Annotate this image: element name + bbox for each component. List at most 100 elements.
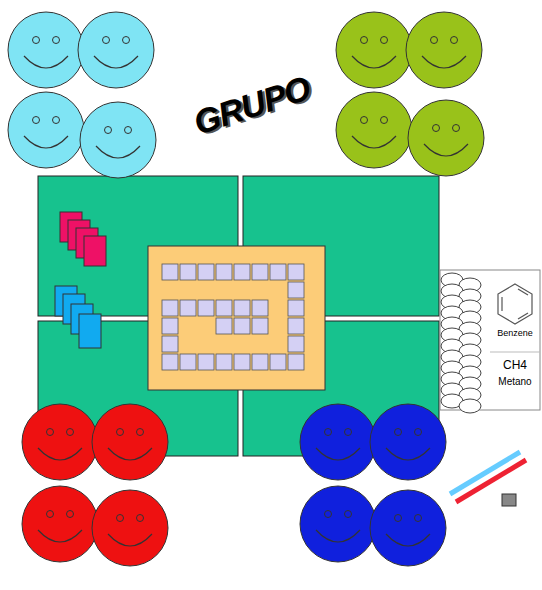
token-stack (441, 273, 481, 413)
board-cell (198, 300, 214, 316)
face-smile (316, 530, 360, 542)
board-cell (252, 354, 268, 370)
face-eye (33, 117, 40, 124)
smiley-face (80, 102, 156, 178)
board-cell (252, 300, 268, 316)
molecule-name: Metano (498, 376, 531, 387)
board-cell (288, 318, 304, 334)
smiley-face (300, 404, 376, 480)
board-cells (162, 264, 304, 370)
face-eye (395, 429, 402, 436)
board-cell (198, 264, 214, 280)
smiley-face (336, 92, 412, 168)
face-eye (47, 429, 54, 436)
face-smile (424, 144, 468, 156)
board-cell (234, 300, 250, 316)
face-eye (117, 515, 124, 522)
info-card (440, 270, 540, 410)
board-cell (270, 354, 286, 370)
face-eye (381, 37, 388, 44)
face-eye (361, 37, 368, 44)
board-cell (162, 354, 178, 370)
face-smile (108, 448, 152, 460)
smiley-face (406, 12, 482, 88)
player-faces (8, 12, 484, 566)
smiley-face (92, 490, 168, 566)
molecule-name: Benzene (497, 328, 533, 338)
smiley-face (8, 12, 84, 88)
board-cell (162, 300, 178, 316)
board-cell (180, 264, 196, 280)
face-eye (67, 429, 74, 436)
face-smile (352, 56, 396, 68)
face-eye (53, 117, 60, 124)
smiley-face (370, 404, 446, 480)
face-smile (108, 534, 152, 546)
face-eye (325, 511, 332, 518)
red-cards (60, 212, 106, 266)
face-eye (361, 117, 368, 124)
face-eye (433, 125, 440, 132)
board-cell (288, 264, 304, 280)
smiley-face (22, 404, 98, 480)
face-smile (24, 136, 68, 148)
board-cell (252, 264, 268, 280)
face-eye (33, 37, 40, 44)
face-eye (431, 37, 438, 44)
face-smile (96, 146, 140, 158)
blue-cards (55, 286, 101, 348)
smiley-face (8, 92, 84, 168)
face-eye (453, 125, 460, 132)
board-cell (288, 354, 304, 370)
eraser (502, 494, 516, 506)
pencil-line (450, 452, 520, 494)
face-eye (345, 511, 352, 518)
smiley-face (370, 490, 446, 566)
board-cell (234, 318, 250, 334)
game-board (148, 246, 325, 390)
face-smile (386, 534, 430, 546)
face-eye (103, 37, 110, 44)
face-eye (47, 511, 54, 518)
board-cell (162, 318, 178, 334)
table (38, 176, 439, 456)
face-eye (345, 429, 352, 436)
face-smile (352, 136, 396, 148)
face-smile (386, 448, 430, 460)
board-cell (234, 354, 250, 370)
token (459, 399, 481, 413)
board-cell (162, 264, 178, 280)
face-eye (67, 511, 74, 518)
card-divider (490, 352, 540, 353)
face-eye (53, 37, 60, 44)
face-eye (395, 515, 402, 522)
face-eye (381, 117, 388, 124)
board-cell (216, 354, 232, 370)
board-cell (216, 264, 232, 280)
face-smile (316, 448, 360, 460)
face-eye (123, 37, 130, 44)
face-smile (38, 530, 82, 542)
smiley-face (92, 404, 168, 480)
face-eye (325, 429, 332, 436)
info-card: BenzeneCH4Metano (440, 270, 540, 410)
board-cell (288, 336, 304, 352)
face-smile (94, 56, 138, 68)
face-smile (38, 448, 82, 460)
board-cell (216, 300, 232, 316)
smiley-face (300, 486, 376, 562)
board-cell (234, 264, 250, 280)
benzene-symbol (498, 284, 532, 324)
board-cell (288, 300, 304, 316)
smiley-face (336, 12, 412, 88)
face-smile (422, 56, 466, 68)
face-eye (137, 429, 144, 436)
face-eye (105, 127, 112, 134)
face-eye (415, 515, 422, 522)
face-smile (24, 56, 68, 68)
board-cell (180, 300, 196, 316)
face-eye (451, 37, 458, 44)
group-label: GRUPO (189, 68, 315, 142)
smiley-face (22, 486, 98, 562)
smiley-face (78, 12, 154, 88)
